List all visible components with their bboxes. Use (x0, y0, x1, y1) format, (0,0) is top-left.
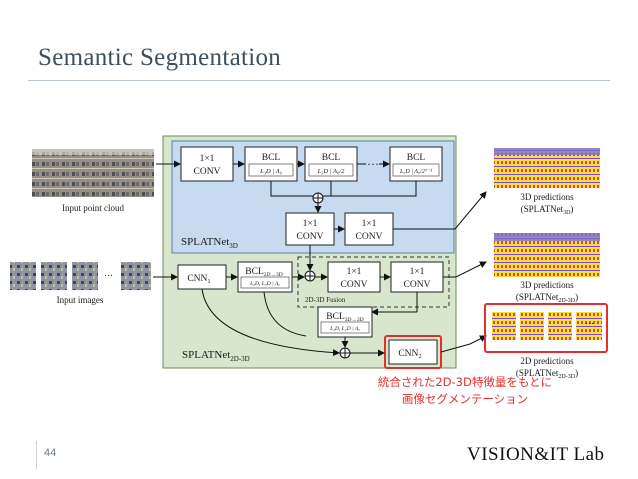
pred-3d-caption-1: 3D predictions (520, 192, 574, 202)
page-number: 44 (44, 447, 57, 459)
input-images-dots: … (104, 268, 113, 278)
row1-bcl1-params: L₃D | Λ₀ (259, 168, 282, 175)
row2-conv1-top: 1×1 (303, 219, 318, 229)
row1-bcl3-params: L₃D | Λ₀/2ᵀ⁻¹ (399, 169, 432, 175)
row2-conv2-box (344, 212, 394, 246)
row2-conv1-bottom: CONV (297, 232, 324, 242)
input-point-cloud-image (32, 149, 154, 197)
row3-conv1-bottom: CONV (341, 280, 368, 290)
lab-logo: VISION&IT Lab (467, 444, 605, 465)
pred-2d-caption-2: (SPLATNet2D-3D) (516, 368, 578, 380)
annotation-line-1: 統合された2D-3D特徴量をもとに (377, 375, 553, 389)
annotation-text: 統合された2D-3D特徴量をもとに 画像セグメンテーション (340, 374, 590, 408)
row3-conv1-box (327, 261, 381, 293)
title-divider (28, 80, 610, 81)
pred-2d3d-caption-1: 3D predictions (520, 280, 574, 290)
row3-conv2-top: 1×1 (410, 267, 425, 277)
fusion-label: 2D-3D Fusion (305, 296, 346, 304)
fusion-dashed-box (297, 256, 450, 308)
row1-bcl1-label: BCL (262, 153, 281, 163)
row1-dots: … (367, 154, 379, 168)
row4-bcl-params: L₃D, L₂D | Λₐ (329, 326, 360, 332)
row3-cnn1-label: CNN1 (187, 274, 210, 285)
pred-3d-caption-2: (SPLATNet3D) (521, 204, 574, 216)
row1-bcl2-params: L₃D | Λ₀/2 (317, 168, 346, 175)
row1-bcl2-label: BCL (322, 153, 341, 163)
row2-conv2-bottom: CONV (356, 232, 383, 242)
input-images-caption: Input images (57, 295, 104, 305)
pred-3d-splatnet3d-image (494, 148, 600, 188)
splatnet-3d-label: SPLATNet3D (181, 236, 238, 250)
row2-conv1-box (285, 212, 335, 246)
row4-cnn2-label: CNN2 (398, 349, 421, 360)
row3-bcl-params: L₂D, L₃D | Λₐ (249, 281, 280, 287)
input-point-cloud-caption: Input point cloud (62, 203, 124, 213)
slide-title: Semantic Segmentation (38, 44, 282, 71)
pred-2d-images (492, 312, 602, 340)
pred-2d-caption-1: 2D predictions (520, 356, 574, 366)
row1-conv-box (180, 146, 234, 182)
row4-bcl-label: BCL3D→2D (326, 312, 363, 323)
pred-2d-highlight-box (484, 303, 608, 353)
annotation-line-2: 画像セグメンテーション (401, 392, 529, 406)
input-images-thumbnails (10, 262, 151, 290)
row3-bcl-label: BCL2D→3D (245, 267, 282, 278)
row4-cnn2-box (388, 339, 438, 365)
footer-divider (36, 441, 37, 469)
pred-2d-dots: … (585, 316, 594, 326)
pred-2d3d-caption-2: (SPLATNet2D-3D) (516, 292, 578, 304)
row2-conv2-top: 1×1 (362, 219, 377, 229)
pred-3d-splatnet2d3d-image (494, 233, 600, 277)
row1-conv-top: 1×1 (200, 154, 215, 164)
row1-bcl3-label: BCL (407, 153, 426, 163)
row1-conv-bottom: CONV (194, 167, 221, 177)
row3-conv2-bottom: CONV (404, 280, 431, 290)
row3-conv1-top: 1×1 (347, 267, 362, 277)
splatnet-2d3d-label: SPLATNet2D-3D (182, 349, 250, 363)
